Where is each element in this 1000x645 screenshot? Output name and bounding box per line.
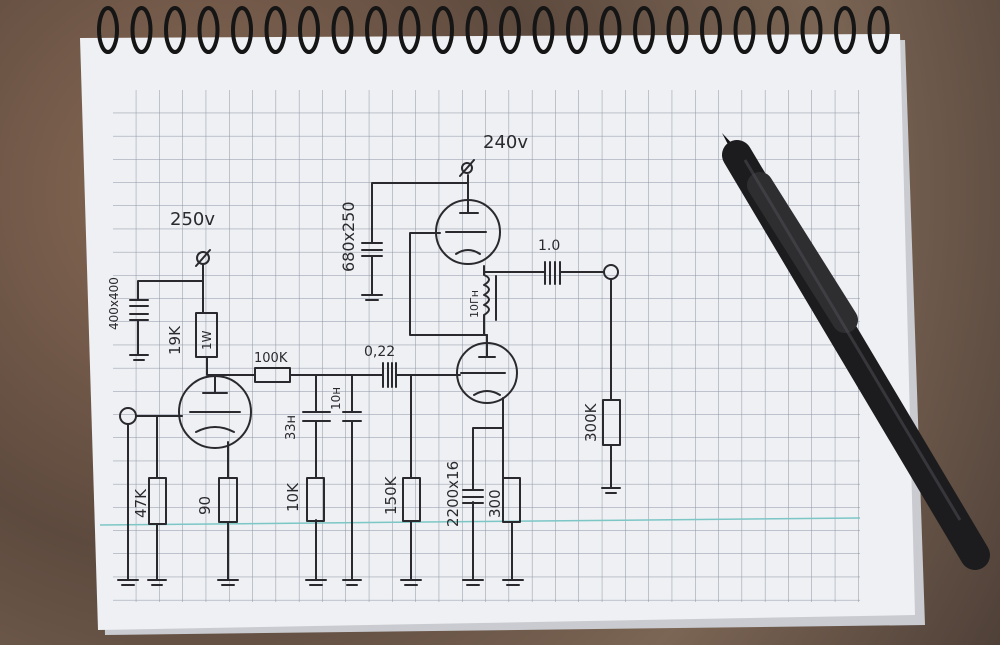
spiral-ring xyxy=(164,6,186,54)
label-33: 33н xyxy=(284,415,299,440)
spiral-ring xyxy=(834,6,856,54)
spiral-ring xyxy=(97,6,119,54)
label-10k: 10K xyxy=(284,482,302,512)
spiral-ring xyxy=(465,6,488,54)
spiral-ring xyxy=(432,6,454,54)
spiral-ring xyxy=(197,6,220,54)
resistor-300 xyxy=(502,477,521,523)
terminal-240v xyxy=(461,162,473,174)
label-250v: 250v xyxy=(170,209,215,230)
label-150k: 150K xyxy=(382,475,400,515)
spiral-ring xyxy=(130,6,153,54)
label-2200x16: 2200x16 xyxy=(444,461,462,527)
spiral-ring xyxy=(666,6,689,54)
label-1w: 1W xyxy=(200,330,214,350)
spiral-ring xyxy=(800,6,823,54)
label-0-22: 0,22 xyxy=(364,344,395,360)
spiral-ring xyxy=(231,6,253,54)
spiral-ring xyxy=(499,6,521,54)
spiral-ring xyxy=(767,6,789,54)
resistor-300k xyxy=(602,399,621,446)
label-300: 300 xyxy=(486,489,504,518)
spiral-ring xyxy=(298,6,320,54)
spiral-ring xyxy=(867,6,890,54)
label-90: 90 xyxy=(196,496,214,515)
spiral-ring xyxy=(566,6,588,54)
spiral-ring xyxy=(365,6,387,54)
label-10n: 10н xyxy=(329,387,343,410)
label-19k: 19K xyxy=(166,325,184,355)
label-400x400: 400x400 xyxy=(107,277,121,330)
label-47k: 47K xyxy=(132,488,150,518)
label-680x250: 680x250 xyxy=(339,201,358,272)
label-240v: 240v xyxy=(483,132,528,153)
spiral-ring xyxy=(264,6,287,54)
spiral-binding xyxy=(97,6,890,54)
cyan-rule xyxy=(99,517,861,526)
spiral-ring xyxy=(700,6,722,54)
label-1-0: 1.0 xyxy=(538,238,560,254)
label-100k: 100K xyxy=(254,351,288,366)
resistor-10k xyxy=(306,477,325,522)
label-10h: 10Гн xyxy=(468,290,481,318)
spiral-ring xyxy=(633,6,655,54)
spiral-ring xyxy=(599,6,622,54)
circuit-drawing xyxy=(117,159,621,586)
pen xyxy=(722,133,990,570)
resistor-100k xyxy=(254,367,291,383)
spiral-ring xyxy=(398,6,421,54)
spiral-ring xyxy=(331,6,354,54)
spiral-ring xyxy=(733,6,756,54)
spiral-ring xyxy=(532,6,555,54)
resistor-150k xyxy=(402,477,421,522)
label-300k: 300K xyxy=(582,402,600,442)
